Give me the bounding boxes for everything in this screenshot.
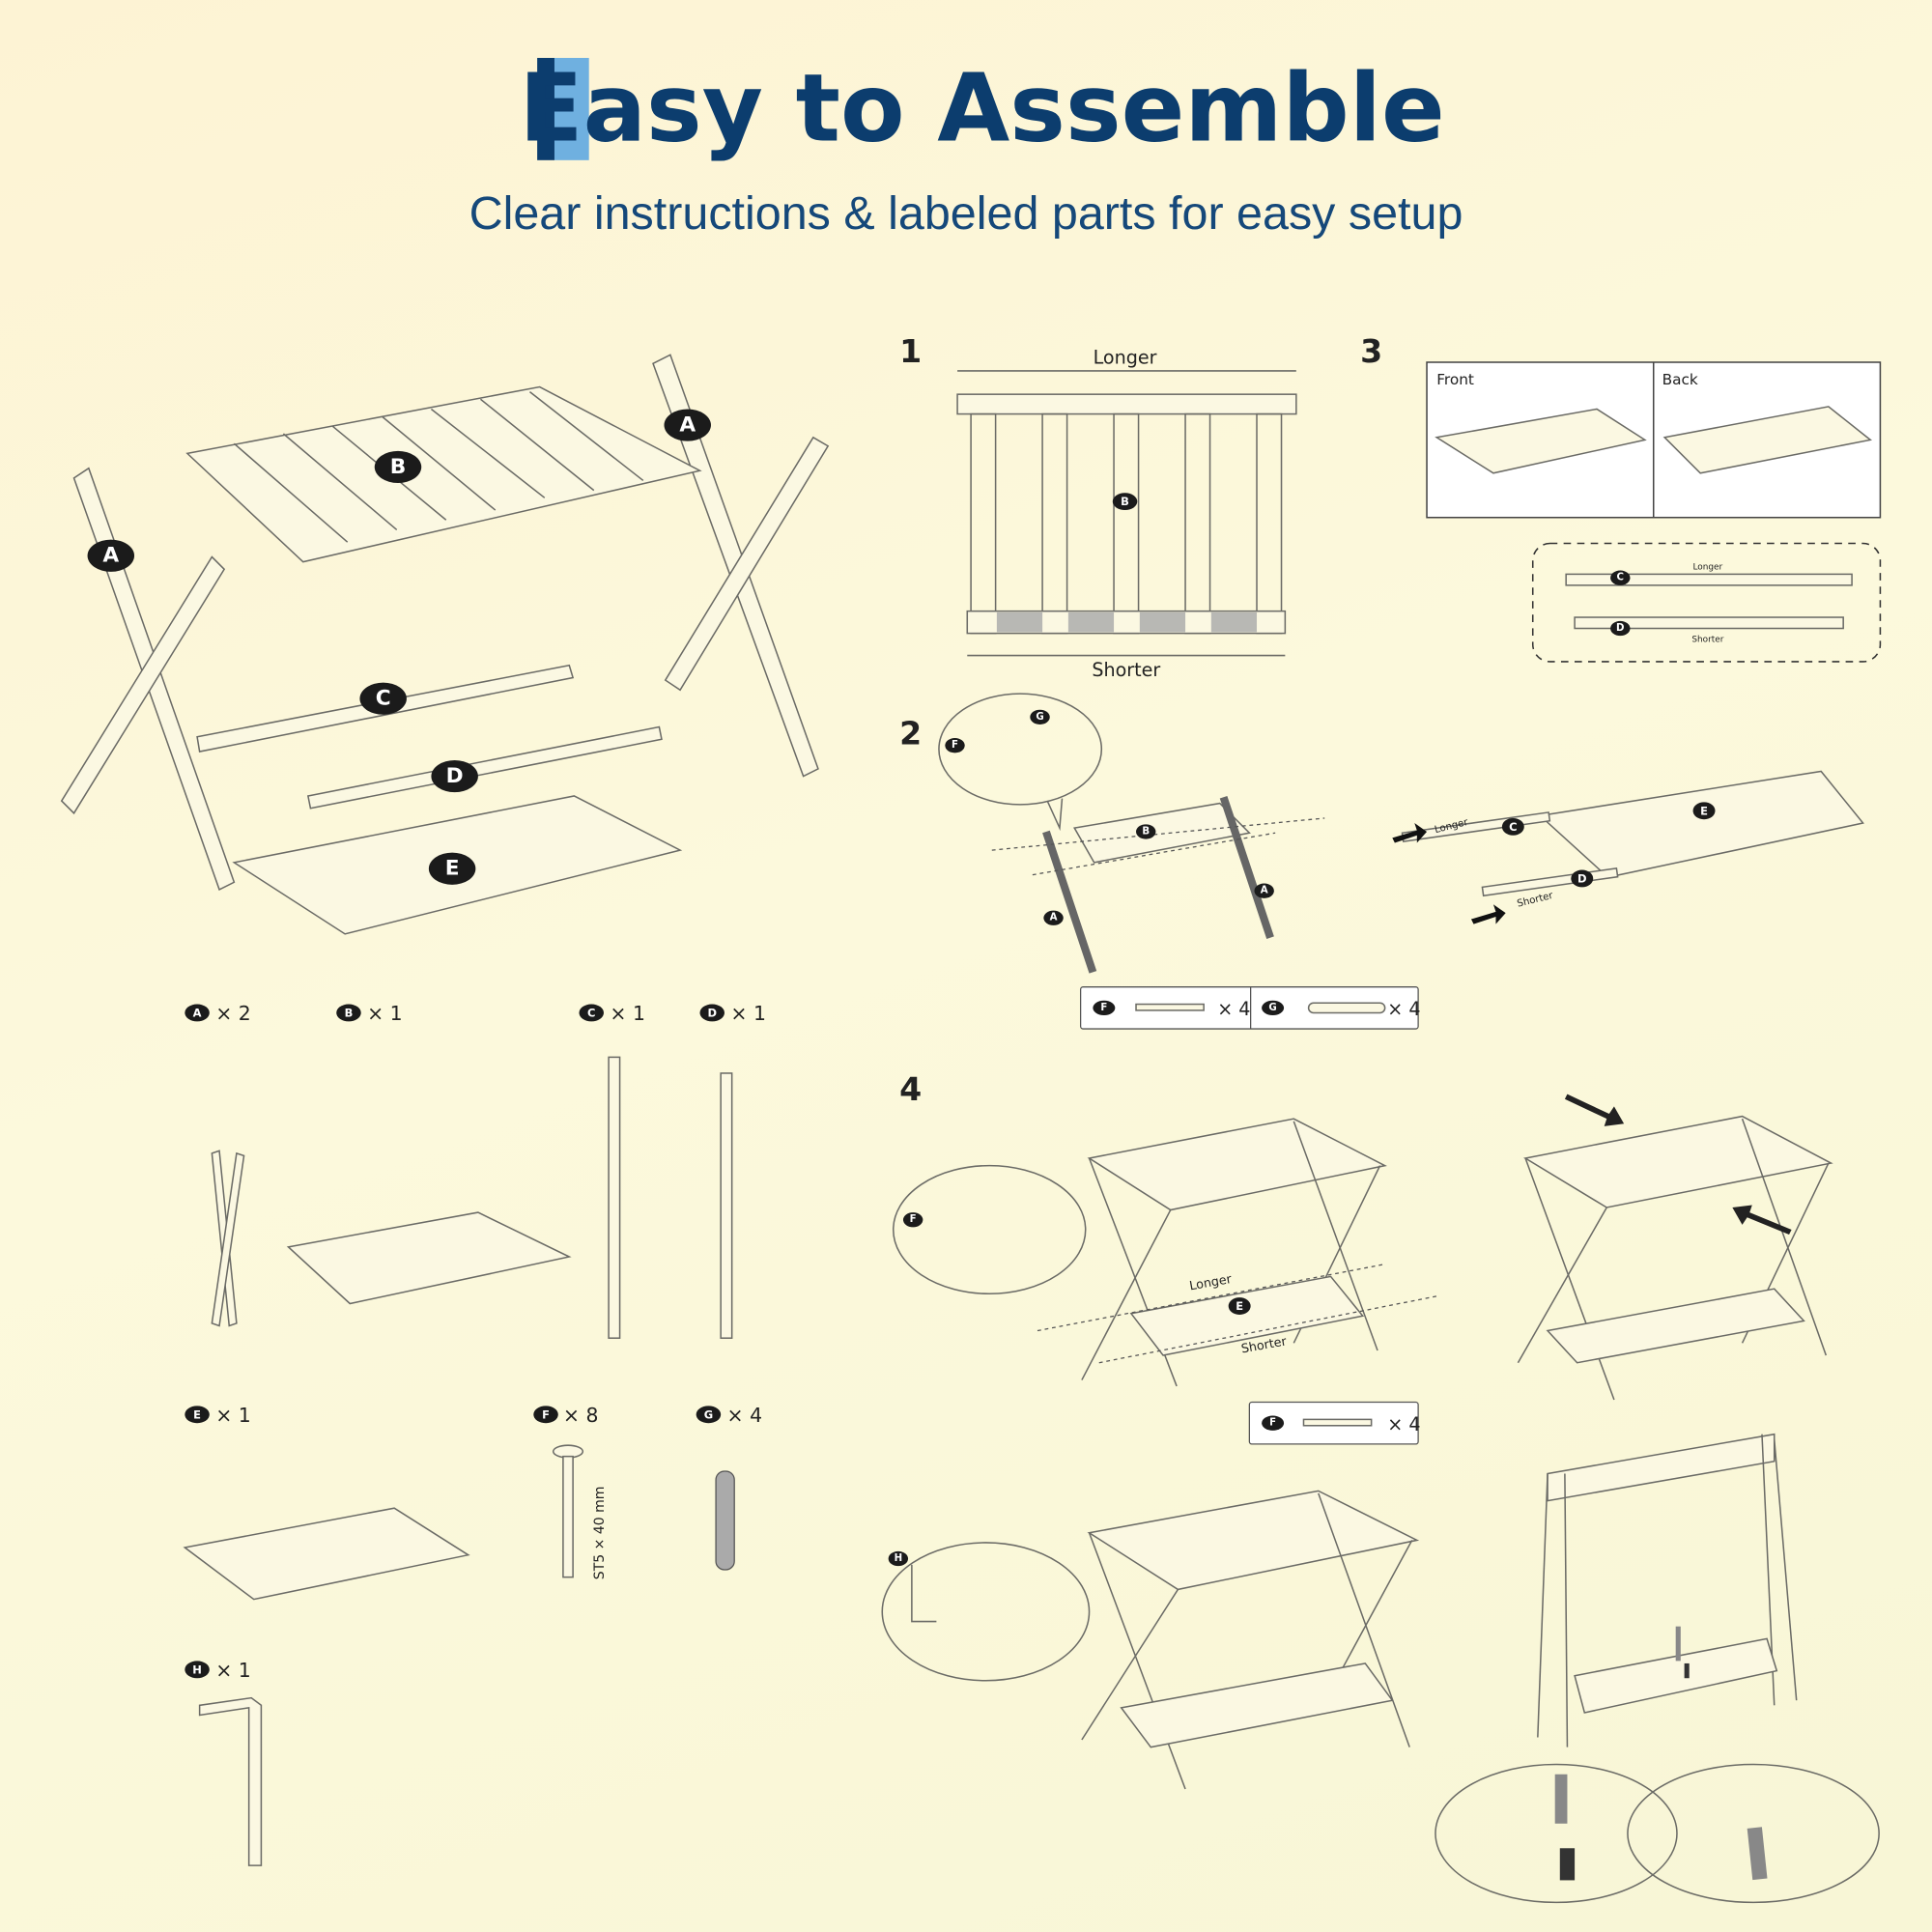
parts-list: A × 2 B × 1 C × 1 D × 1 E × 1 F × 8 <box>183 1002 766 1866</box>
svg-text:× 2: × 2 <box>215 1002 251 1025</box>
svg-text:× 1: × 1 <box>610 1002 645 1025</box>
badge-e: E <box>428 852 476 885</box>
svg-text:× 1: × 1 <box>367 1002 403 1025</box>
part-a: A × 2 <box>185 1002 251 1327</box>
svg-text:× 4: × 4 <box>1387 1413 1420 1435</box>
svg-text:E: E <box>193 1407 201 1421</box>
svg-text:G: G <box>1036 712 1043 723</box>
svg-text:E: E <box>445 857 460 881</box>
svg-text:E: E <box>1700 804 1708 817</box>
svg-text:B: B <box>1142 826 1150 837</box>
hardware-box-step4: F × 4 <box>1248 1401 1421 1445</box>
badge-b: B <box>374 450 422 483</box>
svg-text:Shorter: Shorter <box>1516 891 1554 910</box>
svg-text:× 1: × 1 <box>215 1404 251 1427</box>
badge-a-left: A <box>87 539 135 572</box>
svg-text:A: A <box>193 1006 202 1019</box>
dowel-icon <box>715 1470 735 1571</box>
svg-text:Longer: Longer <box>1188 1272 1234 1294</box>
svg-text:× 1: × 1 <box>730 1002 766 1025</box>
badge-c: C <box>359 682 407 715</box>
svg-text:H: H <box>192 1662 202 1676</box>
badge-a-right: A <box>664 409 711 441</box>
svg-text:× 4: × 4 <box>1217 998 1250 1020</box>
svg-text:F: F <box>542 1407 550 1421</box>
step-4: 4 F Longer E Shorter F × 4 <box>881 1070 1880 1904</box>
svg-text:C: C <box>1617 573 1624 583</box>
svg-text:Front: Front <box>1436 371 1474 388</box>
svg-text:G: G <box>704 1407 713 1421</box>
screw-icon <box>552 1444 584 1578</box>
page-subtitle: Clear instructions & labeled parts for e… <box>469 187 1463 240</box>
title-accent-dark <box>537 57 554 160</box>
svg-text:F: F <box>910 1214 917 1225</box>
part-f: F × 8 ST5 × 40 mm <box>533 1404 608 1579</box>
screw-spec: ST5 × 40 mm <box>592 1487 608 1580</box>
svg-text:Longer: Longer <box>1094 346 1157 368</box>
svg-text:E: E <box>1236 1299 1243 1313</box>
svg-text:× 8: × 8 <box>563 1404 599 1427</box>
header: Easy to Assemble Clear instructions & la… <box>469 53 1463 240</box>
svg-text:A: A <box>1261 886 1268 896</box>
svg-text:F: F <box>1269 1418 1276 1429</box>
part-g: G × 4 <box>696 1404 763 1571</box>
svg-text:D: D <box>1577 871 1587 885</box>
svg-text:D: D <box>707 1006 717 1019</box>
svg-text:3: 3 <box>1360 332 1382 370</box>
svg-text:B: B <box>1121 495 1129 508</box>
arrow-icon <box>1392 823 1428 843</box>
svg-text:A: A <box>102 544 119 568</box>
svg-text:B: B <box>390 455 407 479</box>
part-d: D × 1 <box>699 1002 766 1339</box>
arrow-icon <box>1564 1094 1625 1126</box>
step-3: 3 Front Back Longer Shorter C D <box>1360 332 1882 663</box>
svg-text:A: A <box>679 413 696 438</box>
svg-text:Shorter: Shorter <box>1691 636 1723 645</box>
svg-text:Back: Back <box>1662 371 1698 388</box>
step-2: 2 F G B A A Longer Shorter C E D F × 4 G <box>899 693 1864 1030</box>
svg-text:F: F <box>1100 1003 1107 1013</box>
svg-text:× 4: × 4 <box>727 1404 763 1427</box>
badge-d: D <box>431 759 478 793</box>
step-1: 1 Longer Shorter B <box>899 332 1297 681</box>
svg-text:C: C <box>1509 820 1517 834</box>
hardware-box-step2: F × 4 G × 4 <box>1079 986 1421 1030</box>
svg-text:D: D <box>1616 623 1624 634</box>
part-b: B × 1 <box>286 1002 572 1305</box>
svg-text:Shorter: Shorter <box>1092 659 1160 681</box>
svg-text:F: F <box>952 740 958 751</box>
svg-text:C: C <box>376 687 391 711</box>
svg-text:C: C <box>587 1006 595 1019</box>
svg-text:1: 1 <box>899 332 922 370</box>
svg-text:A: A <box>1050 913 1058 923</box>
svg-text:G: G <box>1268 1003 1276 1013</box>
svg-text:× 1: × 1 <box>215 1659 251 1682</box>
svg-text:4: 4 <box>899 1070 922 1108</box>
arrow-icon <box>1732 1205 1792 1236</box>
hex-key-icon <box>198 1696 263 1866</box>
part-e: E × 1 <box>183 1404 470 1601</box>
svg-text:B: B <box>345 1006 354 1019</box>
svg-text:× 4: × 4 <box>1387 998 1420 1020</box>
part-h: H × 1 <box>185 1659 263 1866</box>
svg-text:Longer: Longer <box>1693 562 1723 572</box>
title-accent-light <box>554 57 589 160</box>
exploded-view: A A B C D E <box>60 354 830 935</box>
part-c: C × 1 <box>579 1002 645 1339</box>
page-title: Easy to Assemble <box>519 53 1444 162</box>
arrow-icon <box>1470 904 1506 924</box>
svg-text:2: 2 <box>899 714 922 752</box>
svg-text:H: H <box>895 1553 903 1564</box>
svg-text:D: D <box>446 764 464 788</box>
